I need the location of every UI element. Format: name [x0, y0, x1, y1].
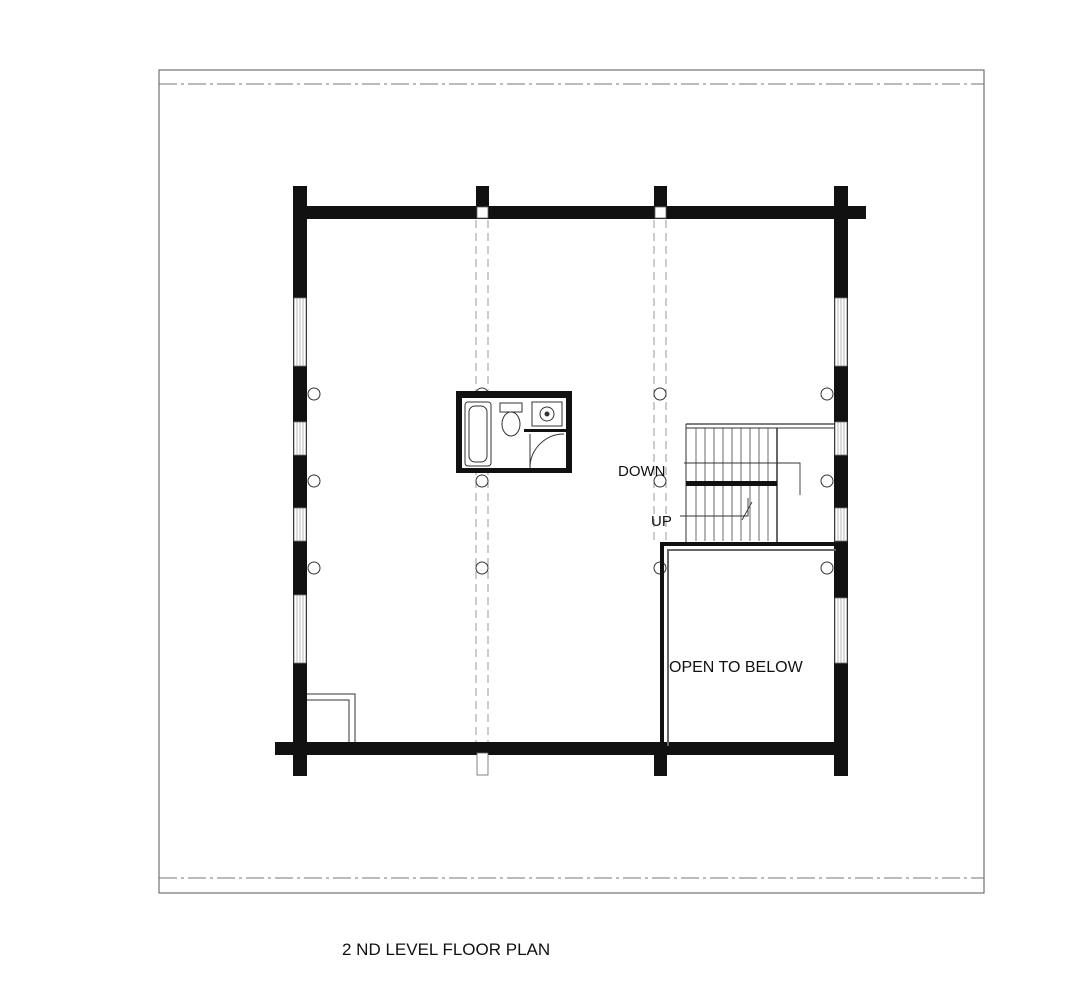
toilet-icon — [499, 402, 523, 437]
plan-title: 2 ND LEVEL FLOOR PLAN — [342, 940, 550, 959]
open-to-below-railing — [660, 542, 836, 746]
label-open-to-below: OPEN TO BELOW — [669, 659, 804, 676]
window-hatching — [296, 298, 845, 663]
stairs — [680, 423, 834, 545]
sink-icon — [531, 401, 563, 427]
windows — [293, 297, 848, 664]
outer-frame — [158, 69, 985, 894]
beam-lines — [475, 220, 667, 748]
beam-openings — [476, 206, 667, 776]
bathtub-icon — [464, 401, 492, 467]
label-up: UP — [651, 513, 672, 530]
label-down: DOWN — [618, 463, 666, 480]
closet — [307, 693, 356, 742]
